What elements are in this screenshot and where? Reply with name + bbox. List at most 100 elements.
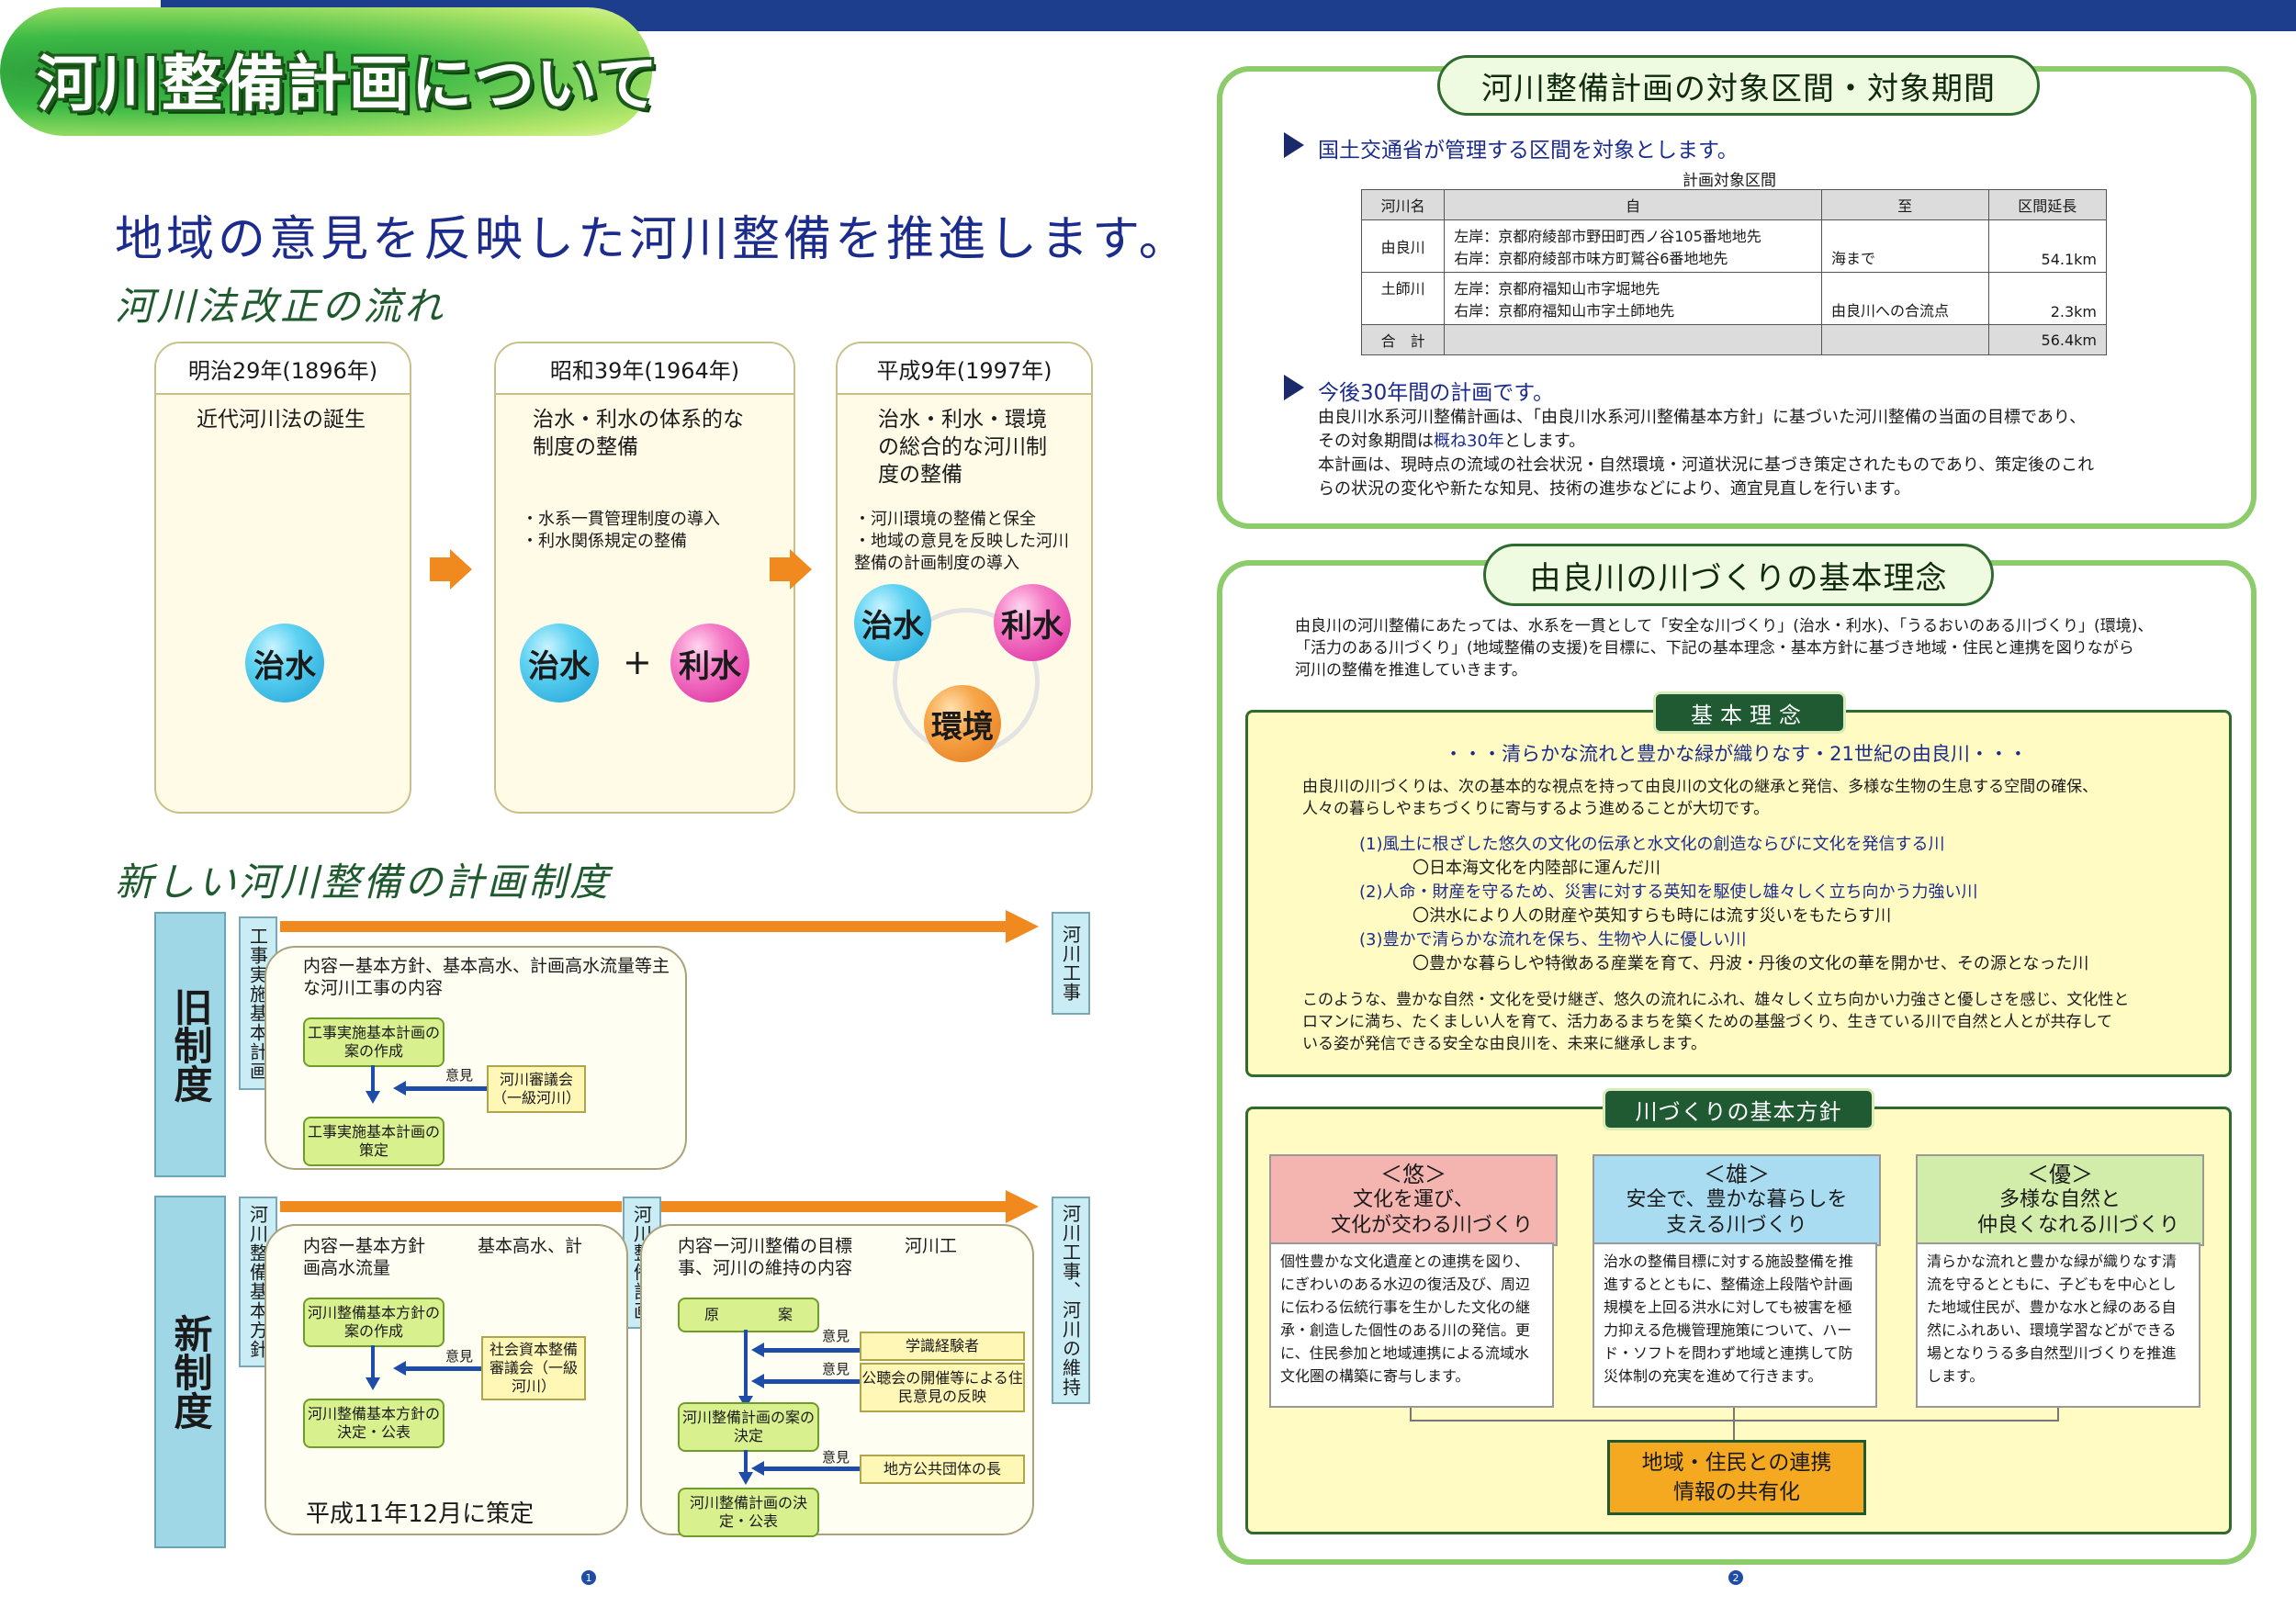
era-arrow-stem bbox=[770, 557, 790, 581]
target-period: 概ね30年 bbox=[1434, 432, 1504, 451]
from-left: 左岸：京都府福知山市字堀地先 bbox=[1454, 280, 1660, 298]
from-right: 右岸：京都府綾部市味方町鷲谷6番地地先 bbox=[1454, 250, 1728, 267]
policy-head-you: ＜悠＞ 文化を運び、 文化が交わる川づくり bbox=[1269, 1154, 1558, 1246]
page-number-2: 2 bbox=[1728, 1570, 1743, 1585]
old-step-final: 工事実施基本計画の策定 bbox=[303, 1117, 445, 1166]
era-arrow-1 bbox=[450, 549, 472, 590]
total-length: 56.4km bbox=[1987, 324, 2108, 355]
old-system-label: 旧制度 bbox=[154, 912, 226, 1177]
from-right: 右岸：京都府福知山市字土師地先 bbox=[1454, 302, 1675, 320]
target-text-2: その対象期間は概ね30年とします。 bbox=[1318, 430, 2200, 454]
length: 54.1km bbox=[1987, 219, 2108, 273]
point-title: (3)豊かで清らかな流れを保ち、生物や人に優しい川 bbox=[1359, 930, 1747, 950]
connector bbox=[1733, 1420, 1735, 1442]
hearing-line bbox=[762, 1379, 860, 1384]
triangle-bullet-icon bbox=[1284, 132, 1304, 158]
old-timeline-bar bbox=[280, 921, 1006, 932]
target-text-2a: その対象期間は bbox=[1318, 432, 1434, 451]
era-box-1896: 明治29年(1896年) 近代河川法の誕生 治水 bbox=[154, 342, 411, 814]
from-left: 左岸：京都府綾部市野田町西ノ谷105番地地先 bbox=[1454, 228, 1761, 245]
old-flow-arrow-head bbox=[366, 1091, 380, 1104]
new-system-label: 新制度 bbox=[154, 1196, 226, 1548]
target-heading: 河川整備計画の対象区間・対象期間 bbox=[1437, 55, 2040, 116]
era-main: 治水・利水の体系的な制度の整備 bbox=[533, 408, 744, 459]
intro-line: 由良川の河川整備にあたっては、水系を一貫として「安全な川づくり」(治水・利水)、… bbox=[1295, 617, 2154, 635]
new-flow-arrow-head-3 bbox=[738, 1472, 753, 1485]
old-content: 内容ー基本方針、基本高水、計画高水流量等主な河川工事の内容 bbox=[303, 956, 670, 998]
new-step-policy-draft: 河川整備基本方針の案の作成 bbox=[303, 1298, 445, 1347]
table-caption: 計画対象区間 bbox=[1683, 172, 1776, 190]
ball-water-use: 利水 bbox=[670, 624, 749, 702]
ball-water-use: 利水 bbox=[994, 584, 1071, 661]
era-arrow-stem bbox=[430, 557, 450, 581]
era-year: 昭和39年(1964年) bbox=[496, 343, 793, 395]
headline: 地域の意見を反映した河川整備を推進します。 bbox=[115, 212, 1190, 267]
era-year: 平成9年(1997年) bbox=[838, 343, 1091, 395]
ball-flood-control: 治水 bbox=[245, 624, 324, 702]
history-heading: 河川法改正の流れ bbox=[115, 284, 446, 329]
old-end-label: 河川工事 bbox=[1052, 912, 1090, 1015]
table-total-row: 合 計 56.4km bbox=[1360, 324, 2108, 355]
connector bbox=[1733, 1408, 1735, 1421]
old-step-draft: 工事実施基本計画の案の作成 bbox=[303, 1017, 445, 1067]
policy-line1: 多様な自然と bbox=[1998, 1188, 2121, 1211]
old-opinion-label: 意見 bbox=[445, 1067, 474, 1084]
target-bullet-1: 国土交通省が管理する区間を対象とします。 bbox=[1318, 139, 1739, 163]
plus-sign: + bbox=[623, 642, 652, 682]
target-text-1: 由良川水系河川整備計画は、「由良川水系河川整備基本方針」に基づいた河川整備の当面… bbox=[1318, 408, 2087, 427]
new-timeline-head bbox=[1006, 1190, 1039, 1223]
era-main: 近代河川法の誕生 bbox=[197, 408, 366, 432]
policy-title: ＜優＞ bbox=[2027, 1162, 2093, 1187]
expert-head bbox=[751, 1343, 764, 1357]
concept-para2: このような、豊かな自然・文化を受け継ぎ、悠久の流れにふれ、雄々しく立ち向かい力強… bbox=[1302, 989, 2212, 1055]
policy-line2: 文化が交わる川づくり bbox=[1330, 1214, 1533, 1237]
policy-head-yu: ＜雄＞ 安全で、豊かな暮らしを 支える川づくり bbox=[1593, 1154, 1881, 1246]
river-name: 由良川 bbox=[1360, 219, 1446, 273]
new-end-label: 河川工事、河川の維持 bbox=[1052, 1197, 1090, 1404]
experts: 学識経験者 bbox=[860, 1332, 1025, 1361]
concept-points: (1)風土に根ざした悠久の文化の伝承と水文化の創造ならびに文化を発信する川 〇日… bbox=[1359, 833, 2088, 976]
new-flow-arrow-head bbox=[366, 1377, 380, 1390]
policy-line2: 仲良くなれる川づくり bbox=[1976, 1214, 2179, 1237]
old-opinion-head bbox=[393, 1081, 406, 1096]
new-content-1: 内容ー基本方針 基本高水、計画高水流量 bbox=[303, 1236, 583, 1278]
slogan: ・・・清らかな流れと豊かな緑が織りなす・21世紀の由良川・・・ bbox=[1444, 743, 2028, 765]
cooperation-line-1: 地域・住民との連携 bbox=[1641, 1451, 1832, 1475]
cooperation-line-2: 情報の共有化 bbox=[1673, 1480, 1800, 1504]
connector bbox=[2057, 1408, 2059, 1421]
philosophy-box bbox=[1245, 710, 2232, 1077]
era-arrow-2 bbox=[790, 549, 812, 590]
new-enacted: 平成11年12月に策定 bbox=[306, 1500, 535, 1528]
policy-line2: 支える川づくり bbox=[1666, 1214, 1807, 1237]
page-title: 河川整備計画について bbox=[37, 49, 660, 119]
target-table: 河川名 自 至 区間延長 由良川 左岸：京都府綾部市野田町西ノ谷105番地地先右… bbox=[1360, 189, 2108, 355]
cooperation-box: 地域・住民との連携 情報の共有化 bbox=[1607, 1440, 1866, 1515]
head-line bbox=[762, 1467, 860, 1471]
public-hearing: 公聴会の開催等による住民意見の反映 bbox=[860, 1363, 1025, 1412]
triangle-bullet-icon bbox=[1284, 375, 1304, 400]
table-header: 区間延長 bbox=[1987, 189, 2108, 220]
target-text-2c: とします。 bbox=[1503, 432, 1586, 451]
hearing-opinion-label: 意見 bbox=[822, 1361, 850, 1377]
title-badge bbox=[0, 7, 652, 136]
table-header: 至 bbox=[1821, 189, 1989, 220]
table-header: 河川名 bbox=[1360, 189, 1446, 220]
new-step-policy-final: 河川整備基本方針の決定・公表 bbox=[303, 1399, 445, 1448]
new-system-text: 新制度 bbox=[168, 1314, 213, 1430]
para1-line: 由良川の川づくりは、次の基本的な視点を持って由良川の文化の継承と発信、多様な生物… bbox=[1302, 778, 2099, 796]
era-sub-2: ・地域の意見を反映した河川整備の計画制度の導入 bbox=[854, 532, 1069, 573]
era-box-1997: 平成9年(1997年) 治水・利水・環境の総合的な河川制度の整備 ・河川環境の整… bbox=[836, 342, 1093, 814]
old-timeline-head bbox=[1006, 910, 1039, 943]
era-year: 明治29年(1896年) bbox=[156, 343, 410, 395]
new-flow-arrow-2 bbox=[744, 1330, 748, 1398]
page-number-1: 1 bbox=[581, 1570, 596, 1585]
new-timeline-bar-2 bbox=[661, 1201, 1006, 1212]
old-system-text: 旧制度 bbox=[168, 986, 213, 1103]
old-council: 河川審議会（一級河川） bbox=[487, 1065, 586, 1113]
policy-body-yu: 治水の整備目標に対する施設整備を推進するとともに、整備途上段階や計画規模を上回る… bbox=[1593, 1242, 1877, 1408]
point-title: (1)風土に根ざした悠久の文化の伝承と水文化の創造ならびに文化を発信する川 bbox=[1359, 835, 1945, 854]
new-opinion-line-1 bbox=[404, 1366, 481, 1371]
expert-line bbox=[762, 1348, 860, 1353]
policy-tab: 川づくりの基本方針 bbox=[1603, 1088, 1874, 1130]
point-sub: 〇洪水により人の財産や英知すらも時には流す災いをもたらす川 bbox=[1412, 906, 1892, 926]
